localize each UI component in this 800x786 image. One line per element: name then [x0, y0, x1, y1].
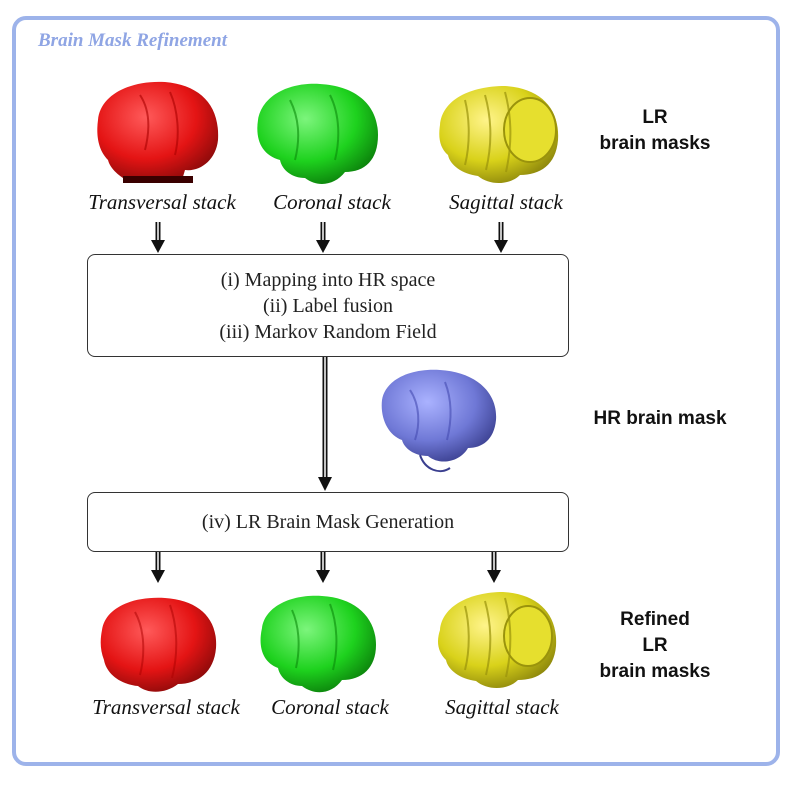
arrow-coronal-out [316, 552, 330, 583]
refined-lr-brain-masks-label: Refined LR brain masks [580, 607, 730, 685]
hr-brain-mask-label: HR brain mask [593, 408, 727, 429]
diagram-title: Brain Mask Refinement [38, 30, 227, 51]
refined-label-line1: Refined [620, 609, 690, 630]
stack-label-sagittal-top: Sagittal stack [449, 190, 563, 214]
brain-coronal-top [257, 83, 378, 184]
arrow-sagittal-out [487, 552, 501, 583]
stack-label-coronal-top: Coronal stack [273, 190, 391, 214]
arrow-sagittal-down [494, 222, 508, 253]
brain-coronal-bottom [260, 595, 376, 693]
brain-sagittal-top [439, 86, 559, 184]
lr-brain-masks-label: LR brain masks [580, 105, 730, 157]
arrow-process-to-generation [318, 357, 332, 491]
lr-label-line1: LR [642, 107, 668, 128]
brain-sagittal-bottom [438, 592, 557, 689]
generation-box: (iv) LR Brain Mask Generation [87, 492, 569, 552]
lr-label-line2: brain masks [599, 133, 711, 154]
stack-label-sagittal-bottom: Sagittal stack [445, 695, 559, 719]
process-step-label-fusion: (ii) Label fusion [263, 294, 393, 317]
refined-label-line2: LR [642, 635, 668, 656]
refined-label-line3: brain masks [599, 661, 711, 682]
arrow-coronal-down [316, 222, 330, 253]
process-box: (i) Mapping into HR space (ii) Label fus… [87, 254, 569, 357]
generation-step-label: (iv) LR Brain Mask Generation [201, 511, 455, 533]
process-step-mapping: (i) Mapping into HR space [220, 268, 436, 291]
diagram-frame [12, 16, 780, 766]
brain-transversal-top [97, 81, 219, 183]
brain-transversal-bottom [100, 597, 217, 692]
stack-label-transversal-top: Transversal stack [88, 190, 236, 214]
process-step-mrf: (iii) Markov Random Field [219, 320, 437, 343]
arrow-transversal-out [151, 552, 165, 583]
arrow-transversal-down [151, 222, 165, 253]
brain-hr [381, 369, 497, 473]
stack-label-transversal-bottom: Transversal stack [92, 695, 240, 719]
stack-label-coronal-bottom: Coronal stack [271, 695, 389, 719]
